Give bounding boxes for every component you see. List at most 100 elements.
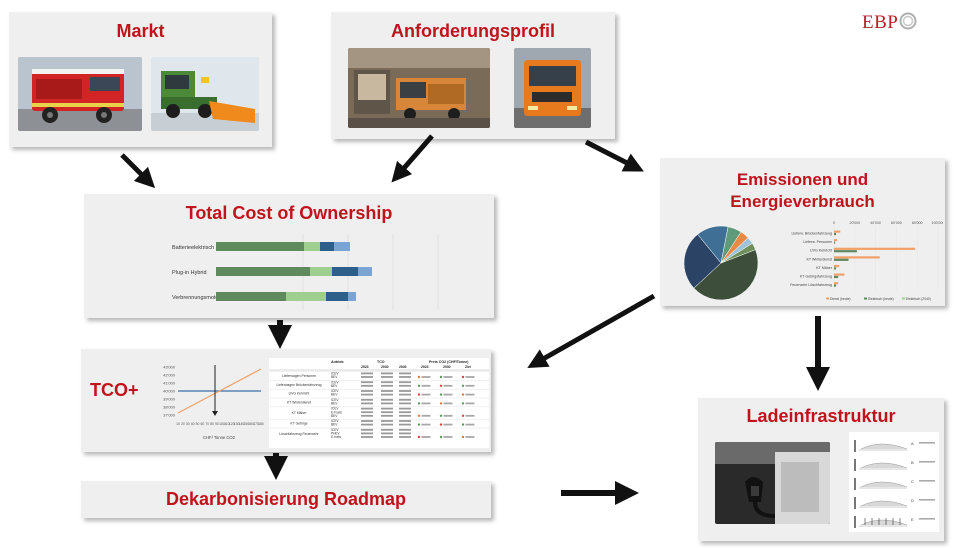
table-value-cell <box>421 436 431 438</box>
tco-label-ice: Verbrennungsmotor <box>172 295 220 301</box>
table-value-cell <box>361 436 373 438</box>
tcoplus-ytick: 42'000 <box>163 373 176 378</box>
emissions-bar-electric <box>834 284 837 287</box>
tcoplus-title: TCO+ <box>90 380 139 400</box>
ladeinfrastruktur-title: Ladeinfrastruktur <box>746 406 896 426</box>
legend-swatch <box>826 297 829 300</box>
table-drive-label: ICEV <box>331 419 339 423</box>
table-drive-label: E-Fuels <box>331 410 342 414</box>
tcoplus-ytick: 39'000 <box>163 397 176 402</box>
table-value-cell <box>361 420 373 422</box>
emissions-bar-electric <box>834 250 857 253</box>
table-value-cell <box>381 436 393 438</box>
tcoplus-xtick: 100 <box>219 422 225 426</box>
table-value-cell <box>399 376 411 378</box>
table-subheader: 2023 <box>421 365 429 369</box>
table-drive-label: ICEV <box>331 372 339 376</box>
emissions-bar-electric <box>834 267 837 270</box>
tco-bar-seg <box>216 267 310 276</box>
emissions-bar-diesel <box>834 239 838 242</box>
table-value-cell <box>399 420 411 422</box>
table-value-cell <box>399 402 411 405</box>
table-status-dot <box>439 402 443 405</box>
table-drive-label: ICEV <box>331 428 339 432</box>
table-drive-label: BEV <box>331 375 338 379</box>
table-value-cell <box>361 432 373 435</box>
tcoplus-xtick: 10 <box>176 422 180 426</box>
tco-bar-seg <box>310 267 332 276</box>
tco-bar-seg <box>358 267 372 276</box>
table-value-cell <box>465 414 475 417</box>
tco-label-phev: Plug-in Hybrid <box>172 270 207 276</box>
emissions-tick-label: 100'000 <box>932 221 943 225</box>
tco-bar-seg <box>332 267 358 276</box>
tco-bar-seg <box>320 242 334 251</box>
tcoplus-ytick: 38'000 <box>163 405 176 410</box>
anforderungsprofil-title: Anforderungsprofil <box>391 21 555 41</box>
charger-post <box>854 516 856 528</box>
schematic-caption <box>919 499 935 501</box>
table-status-dot <box>461 384 465 387</box>
tcoplus-xtick: 30 <box>186 422 190 426</box>
table-vehicle-label: Löschfahrzeug Feuerwehr <box>279 432 319 436</box>
table-vehicle-label: KT Mäher <box>292 411 308 415</box>
emissions-tick-label: 80'000 <box>912 221 923 225</box>
tco-box: Total Cost of Ownership Batterieelektris… <box>84 194 494 318</box>
table-value-cell <box>399 390 411 392</box>
emissions-bar-electric <box>834 232 837 236</box>
table-value-cell <box>443 402 453 405</box>
table-value-cell <box>361 414 373 417</box>
table-value-cell <box>443 384 453 387</box>
tco-row-ice: Verbrennungsmotor <box>172 292 356 301</box>
schematic-caption <box>919 480 935 482</box>
table-drive-label: BEV <box>331 402 338 406</box>
emissionen-title-line1: Emissionen und <box>736 170 869 189</box>
tco-bar-seg <box>334 242 350 251</box>
table-status-dot <box>439 414 443 417</box>
emissions-bar-electric <box>834 241 836 244</box>
pie-slice <box>683 233 722 289</box>
tcoplus-series-rising <box>177 368 262 414</box>
table-value-cell <box>381 407 393 410</box>
table-value-cell <box>381 402 393 405</box>
table-value-cell <box>381 372 393 375</box>
tcoplus-ytick: 37'000 <box>163 413 176 418</box>
table-value-cell <box>465 423 475 426</box>
vehicle-shape <box>860 443 908 450</box>
table-value-cell <box>465 376 475 378</box>
emissions-row-label: KT Winterdienst <box>807 257 833 261</box>
table-vehicle-label: Lieferwagen Brückenfahrzeug <box>276 383 321 387</box>
table-value-cell <box>443 376 453 378</box>
table-value-cell <box>421 384 431 387</box>
arrow-emissionen-to-tcoplus <box>527 293 656 368</box>
schematic-caption <box>919 518 935 520</box>
table-subheader: Ziel <box>465 365 471 369</box>
table-subheader: 2030 <box>381 365 389 369</box>
schematic-step-letter: E <box>911 517 914 522</box>
table-value-cell <box>381 381 393 384</box>
emissions-row-label: Lieferw. Brückenfahrzeug <box>791 232 832 236</box>
table-value-cell <box>465 393 475 396</box>
emissions-bar-diesel <box>834 247 916 250</box>
charging-station-photo <box>715 442 830 524</box>
vehicle-shape <box>860 462 908 469</box>
table-value-cell <box>399 411 411 414</box>
tcoplus-xtick: 50 <box>196 422 200 426</box>
table-value-cell <box>381 393 393 396</box>
table-value-cell <box>361 411 373 414</box>
tcoplus-xtick: 70 <box>205 422 209 426</box>
tcoplus-xtick: 150 <box>244 422 250 426</box>
vehicle-shape <box>860 500 908 507</box>
table-status-dot <box>439 384 443 387</box>
tco-label-battery: Batterieelektrisch <box>172 245 214 251</box>
table-subheader: 2023 <box>361 365 369 369</box>
emissions-bar-diesel <box>834 230 841 233</box>
tco-bar-seg <box>216 292 286 301</box>
table-vehicle-label: KT Gebirge <box>290 422 307 426</box>
emissions-row-label: KT Gebirgsfahrzeug <box>800 275 832 279</box>
vehicle-shape <box>860 481 908 488</box>
table-status-dot <box>417 393 421 396</box>
